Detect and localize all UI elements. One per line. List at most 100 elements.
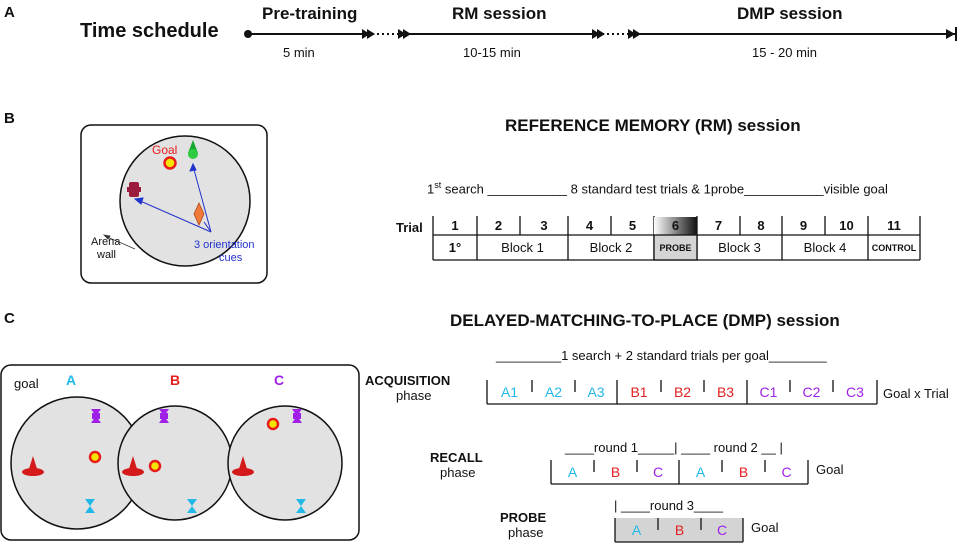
dmp-goal-c [266,417,280,431]
rm-search-line: 1st search ___________ 8 standard test t… [427,180,888,196]
phase-dmp-name: DMP session [737,4,843,23]
rm-goal-marker [163,156,177,170]
trial-number: 11 [887,218,901,233]
panel-label-c: C [4,310,15,327]
trial-number: 5 [628,218,637,233]
acq-cell: B1 [630,384,648,400]
block-cell: Block 4 [803,240,847,255]
acq-right-label: Goal x Trial [883,386,949,401]
orientation-cues-label-2: cues [219,252,243,264]
panel-label-a: A [4,4,15,21]
cyan-cue-icon [187,499,197,513]
trial-number: 2 [494,218,503,233]
phase-pretraining-duration: 5 min [283,45,315,60]
trial-number: 10 [839,218,854,233]
arena-wall-label-1: Arena [91,236,121,248]
recall-cell: C [781,464,792,480]
acq-cell: C3 [846,384,864,400]
timeline-start-dot [244,30,252,38]
probe-table-cell: B [674,522,685,538]
first-trial-cell: 1° [448,240,462,255]
cue-direction-arrows [133,162,212,233]
rm-trial-table-lines [432,216,921,261]
acq-cell: A3 [587,384,605,400]
acq-cell: A1 [500,384,519,400]
probe-trial-highlight [654,217,697,235]
panel-label-b: B [4,110,15,127]
orientation-cues-label-1: 3 orientation [194,239,255,251]
dmp-arena-label-a: A [66,372,77,388]
probe-label: PROBE [500,510,547,525]
block-cell: Block 2 [589,240,633,255]
red-cue-icon [22,456,44,476]
time-schedule-title: Time schedule [80,20,219,42]
probe-table-lines [614,518,744,543]
trial-number: 3 [540,218,548,233]
trial-number: 7 [714,218,723,233]
crimson-cue-icon [127,182,141,197]
recall-cell: C [652,464,664,480]
rm-search-sup: st [434,180,442,190]
trial-number: 6 [671,218,680,233]
orange-cue-icon [193,202,205,226]
purple-cue-icon [159,409,169,423]
trial-number: 8 [757,218,765,233]
dmp-arenas-figure [0,364,360,541]
cyan-cue-icon [296,499,306,513]
probe-header: | ____round 3____ [614,498,723,513]
block-cell: Block 3 [718,240,761,255]
trial-number: 1 [451,218,459,233]
dmp-arena-label-b: B [170,372,181,388]
probe-phase: phase [508,525,544,540]
dmp-goal-word: goal [14,376,39,391]
rm-search-num: 1 [427,181,435,197]
rm-arena-pool [119,135,251,267]
phase-rm-duration: 10-15 min [463,45,521,60]
cyan-cue-icon [85,499,95,513]
timeline-arrows [362,29,955,39]
acq-cell: C1 [759,384,778,400]
dmp-goal-a [88,450,102,464]
acq-phase: phase [396,388,432,403]
arena-wall-pointer [102,234,136,250]
block-cell: Block 1 [501,240,544,255]
acq-label: ACQUISITION [365,373,451,388]
recall-right-label: Goal [816,462,844,477]
red-cue-icon [122,456,144,476]
purple-cue-icon [91,409,101,423]
probe-table-cell: A [631,522,642,538]
probe-block-highlight [653,234,698,261]
dmp-arena-label-c: C [274,372,285,388]
acq-table-lines [486,380,878,405]
timeline [244,27,957,41]
timeline-line [248,27,957,41]
phase-dmp-duration: 15 - 20 min [752,45,818,60]
purple-cue-icon [292,409,302,423]
recall-cell: A [567,464,578,480]
probe-cell: PROBE [659,242,692,253]
acq-cell: B3 [716,384,735,400]
rm-title: REFERENCE MEMORY (RM) session [505,116,801,135]
recall-cell: B [610,464,621,480]
acq-cell: C2 [802,384,821,400]
arena-wall-label-2: wall [97,249,116,261]
probe-table-fill [615,518,743,542]
recall-header: ____round 1_____| ____ round 2 __ | [565,440,783,455]
acq-cell: A2 [544,384,563,400]
recall-cell: A [695,464,706,480]
recall-cell: B [738,464,749,480]
dmp-arena-c [227,405,343,521]
probe-table-cell: C [716,522,728,538]
acq-cell: B2 [673,384,692,400]
probe-right-label: Goal [751,520,779,535]
phase-rm-name: RM session [452,4,547,23]
rm-arena-figure [80,124,268,284]
trial-number: 4 [585,218,594,233]
trial-number: 9 [799,218,808,233]
rm-trial-label: Trial [396,220,423,235]
phase-pretraining-name: Pre-training [262,4,358,23]
control-cell: CONTROL [871,242,917,253]
recall-phase: phase [440,465,476,480]
dmp-title: DELAYED-MATCHING-TO-PLACE (DMP) session [450,311,840,330]
red-cue-icon [232,456,254,476]
